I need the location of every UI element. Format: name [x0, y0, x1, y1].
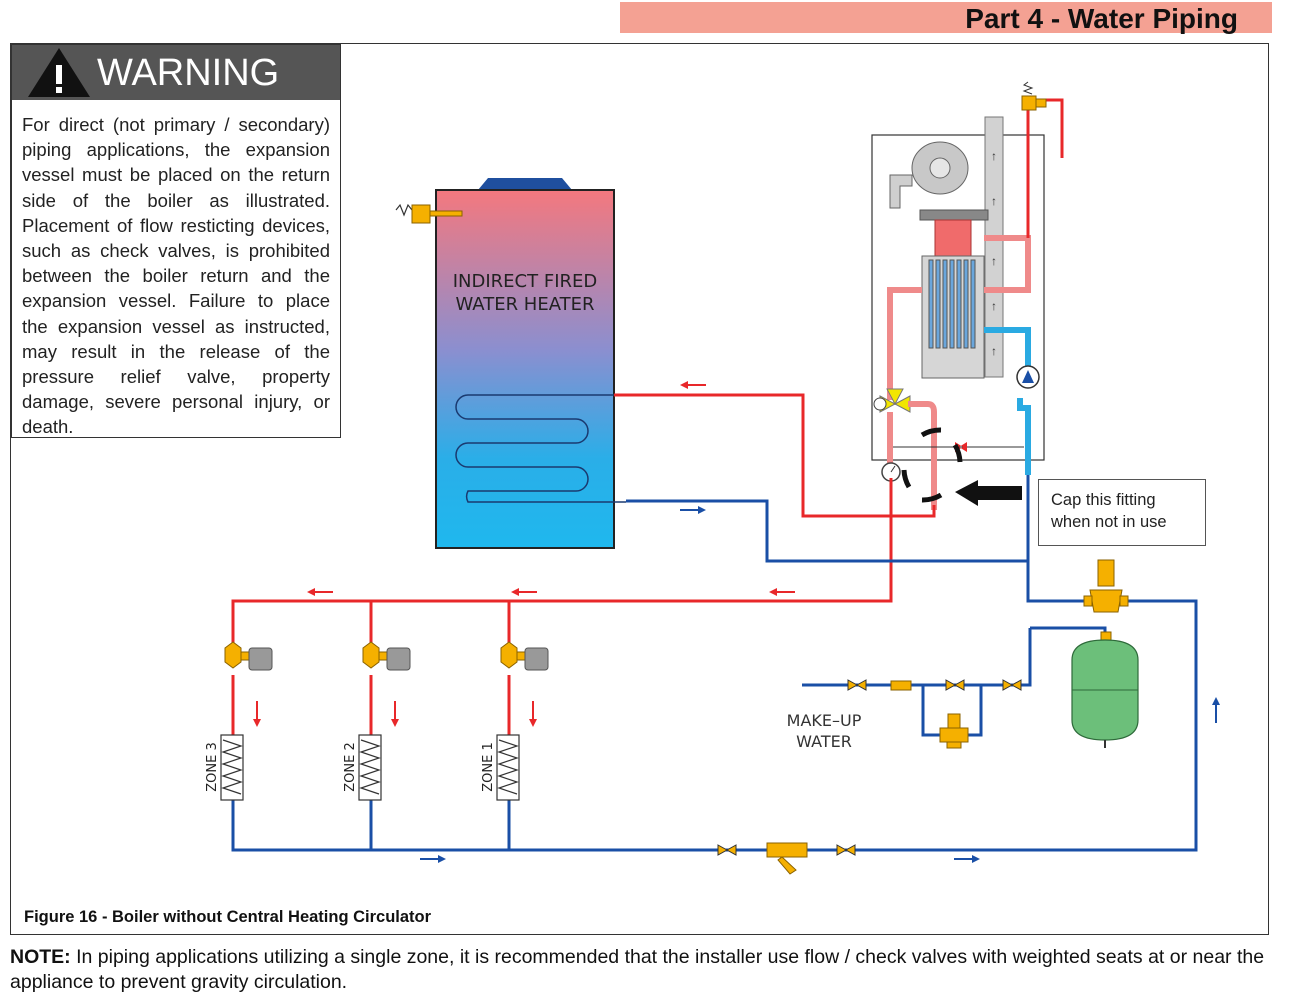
svg-text:↑: ↑ — [991, 254, 997, 268]
figure-frame — [10, 43, 1269, 935]
makeup-water-label-line2: WATER — [796, 732, 852, 751]
svg-text:↑: ↑ — [991, 344, 997, 358]
figure-caption: Figure 16 - Boiler without Central Heati… — [24, 908, 432, 926]
supply-piping — [231, 393, 936, 735]
cap-note-line2: when not in use — [1051, 513, 1167, 531]
water-heater-label-line1: INDIRECT FIRED — [453, 271, 598, 292]
warning-header: WARNING — [12, 45, 340, 100]
zone-3-label: ZONE 3 — [205, 742, 220, 791]
note-body: In piping applications utilizing a singl… — [10, 946, 1265, 993]
cap-fitting-indicator — [901, 427, 1022, 506]
warning-triangle-icon — [28, 48, 90, 97]
tank-relief-valve — [395, 203, 463, 224]
cap-note-line1: Cap this fitting — [1051, 491, 1156, 509]
water-heater-label-line2: WATER HEATER — [455, 294, 594, 315]
supply-flow-arrows — [253, 381, 795, 727]
air-separator — [1083, 559, 1129, 613]
warning-title: WARNING — [97, 52, 280, 94]
boiler-relief-valve — [1021, 81, 1047, 111]
boiler: ↑ ↑ ↑ ↑ ↑ — [871, 98, 1064, 510]
makeup-water-label-line1: MAKE–UP — [787, 711, 862, 730]
return-flow-arrows — [420, 506, 1220, 863]
svg-text:↑: ↑ — [991, 299, 997, 313]
warning-text: For direct (not primary / secondary) pip… — [22, 114, 330, 438]
y-strainer — [766, 842, 808, 875]
zone-valves — [224, 641, 549, 671]
zone-1-label: ZONE 1 — [481, 742, 496, 791]
page-section-title: Part 4 - Water Piping — [965, 3, 1238, 34]
makeup-water-assembly: MAKE–UP WATER — [787, 679, 1022, 751]
cap-fitting-note: Cap this fitting when not in use — [1038, 479, 1206, 546]
header-band: Part 4 - Water Piping — [620, 2, 1272, 34]
note-paragraph: NOTE: In piping applications utilizing a… — [10, 945, 1280, 995]
zone-heat-emitters — [220, 734, 520, 801]
zone-2-label: ZONE 2 — [343, 742, 358, 791]
svg-text:↑: ↑ — [991, 149, 997, 163]
note-label: NOTE: — [10, 946, 71, 968]
svg-text:↑: ↑ — [991, 194, 997, 208]
warning-box: WARNING For direct (not primary / second… — [11, 44, 341, 438]
return-isolation-valves — [717, 844, 856, 856]
expansion-tank — [1071, 631, 1139, 748]
indirect-water-heater: INDIRECT FIRED WATER HEATER — [435, 178, 626, 549]
